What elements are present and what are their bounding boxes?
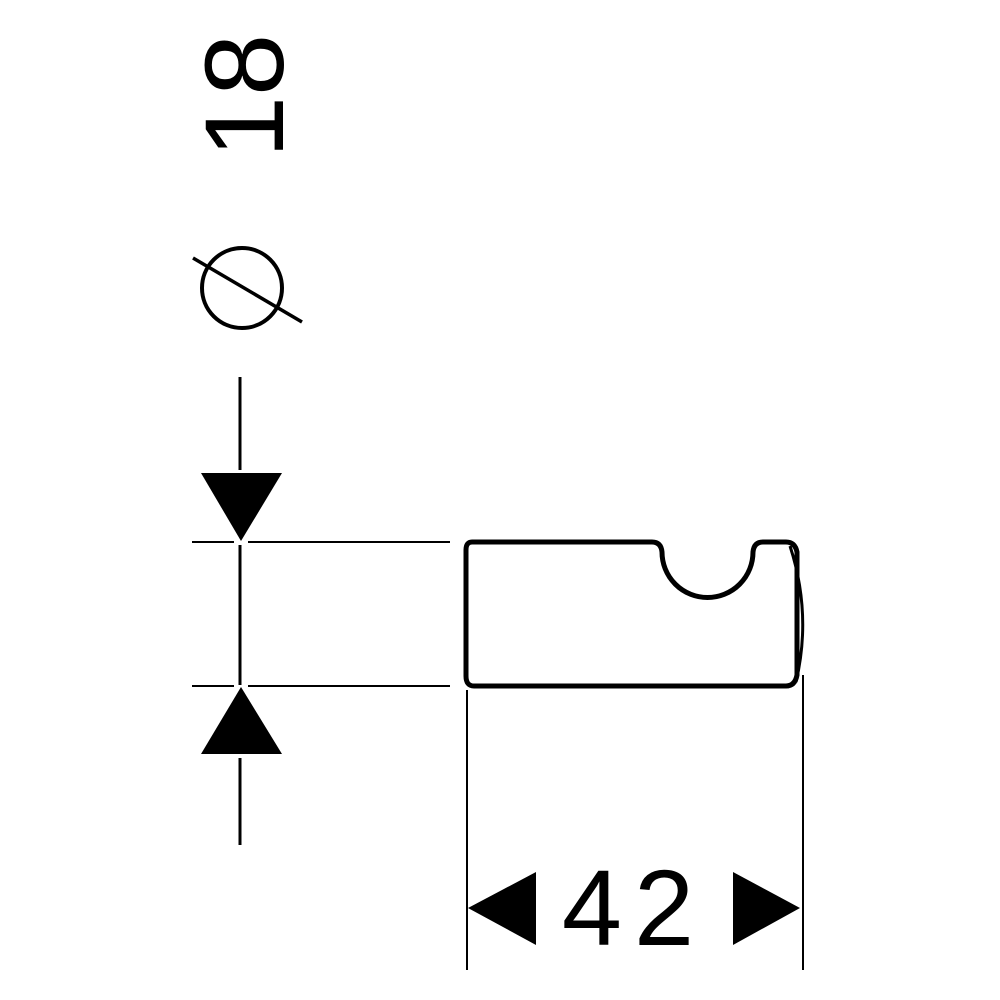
diameter-symbol-icon xyxy=(192,246,303,330)
arrow-right-icon xyxy=(733,872,800,945)
extension-lines-horizontal xyxy=(192,541,450,687)
arrow-left-icon xyxy=(468,872,536,945)
arrow-up-icon xyxy=(201,687,282,754)
extension-lines-vertical xyxy=(466,675,804,970)
hook-outline xyxy=(463,539,805,689)
arrow-down-icon xyxy=(201,473,282,541)
width-value-text: 42 xyxy=(562,847,706,968)
vertical-dimension-label: 18 xyxy=(182,34,307,159)
diameter-value-text: 18 xyxy=(182,34,307,159)
